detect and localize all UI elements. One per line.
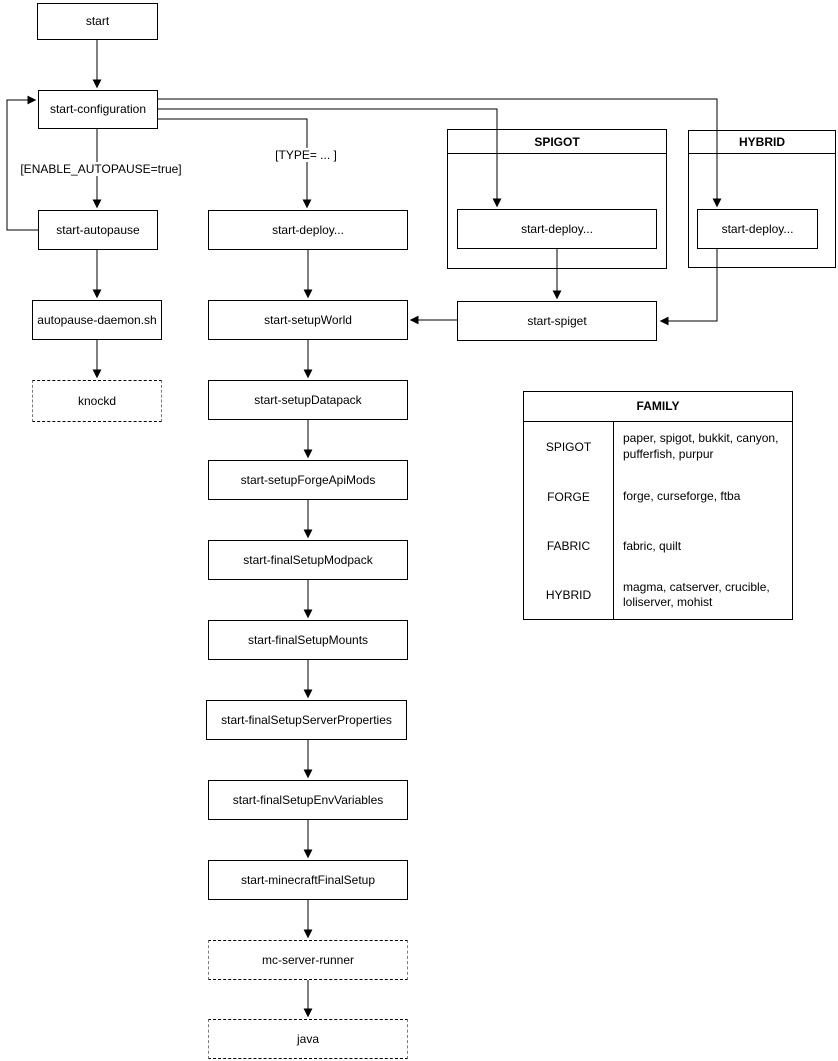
family-table-title: FAMILY <box>524 392 792 422</box>
container-hybrid-title: HYBRID <box>689 131 835 154</box>
node-hybrid-start-deploy: start-deploy... <box>697 209 818 249</box>
node-java: java <box>208 1019 408 1059</box>
container-spigot-title: SPIGOT <box>448 130 666 154</box>
family-name: HYBRID <box>524 571 614 619</box>
family-name: FORGE <box>524 471 614 522</box>
node-autopause-daemon: autopause-daemon.sh <box>32 300 162 340</box>
family-types: fabric, quilt <box>623 538 682 553</box>
family-types: paper, spigot, bukkit, canyon, pufferfis… <box>623 431 779 461</box>
edge-autopause-to-configuration <box>6 95 38 231</box>
node-start: start <box>37 3 158 40</box>
family-table-row-fabric: FABRIC fabric, quilt <box>524 521 792 572</box>
node-knockd: knockd <box>32 380 162 422</box>
node-start-setupforgeapimods: start-setupForgeApiMods <box>208 460 408 500</box>
family-table-row-hybrid: HYBRID magma, catserver, crucible, lolis… <box>524 571 792 619</box>
family-name: FABRIC <box>524 521 614 572</box>
edge-label-enable-autopause: [ENABLE_AUTOPAUSE=true] <box>18 162 184 176</box>
node-start-configuration: start-configuration <box>38 90 158 129</box>
node-start-deploy: start-deploy... <box>208 210 408 250</box>
node-start-setupworld: start-setupWorld <box>208 300 408 340</box>
node-mc-server-runner: mc-server-runner <box>208 940 408 980</box>
family-table-row-spigot: SPIGOT paper, spigot, bukkit, canyon, pu… <box>524 421 792 472</box>
family-types: forge, curseforge, ftba <box>623 488 741 503</box>
node-start-finalsetupserverproperties: start-finalSetupServerProperties <box>206 700 407 740</box>
family-name: SPIGOT <box>524 421 614 472</box>
edge-configuration-to-hybrid-deploy <box>158 98 722 208</box>
container-hybrid: HYBRID <box>688 130 836 268</box>
node-start-finalsetupmounts: start-finalSetupMounts <box>208 620 408 660</box>
node-start-setupdatapack: start-setupDatapack <box>208 380 408 420</box>
node-start-finalsetupenvvariables: start-finalSetupEnvVariables <box>208 780 408 820</box>
family-table: FAMILY SPIGOT paper, spigot, bukkit, can… <box>523 391 793 620</box>
family-table-row-forge: FORGE forge, curseforge, ftba <box>524 471 792 522</box>
node-spigot-start-deploy: start-deploy... <box>457 209 657 249</box>
node-start-minecraftfinalsetup: start-minecraftFinalSetup <box>208 860 408 900</box>
node-start-autopause: start-autopause <box>38 210 158 250</box>
edge-label-type: [TYPE= ... ] <box>273 148 339 162</box>
container-spigot: SPIGOT <box>447 129 667 269</box>
node-start-finalsetupmodpack: start-finalSetupModpack <box>208 540 408 580</box>
family-types: magma, catserver, crucible, loliserver, … <box>623 579 770 610</box>
edge-configuration-to-deploy <box>158 118 312 209</box>
edge-configuration-to-spigot-deploy <box>158 108 502 208</box>
node-start-spiget: start-spiget <box>457 301 657 341</box>
edge-hybrid-deploy-to-spiget <box>659 249 718 326</box>
